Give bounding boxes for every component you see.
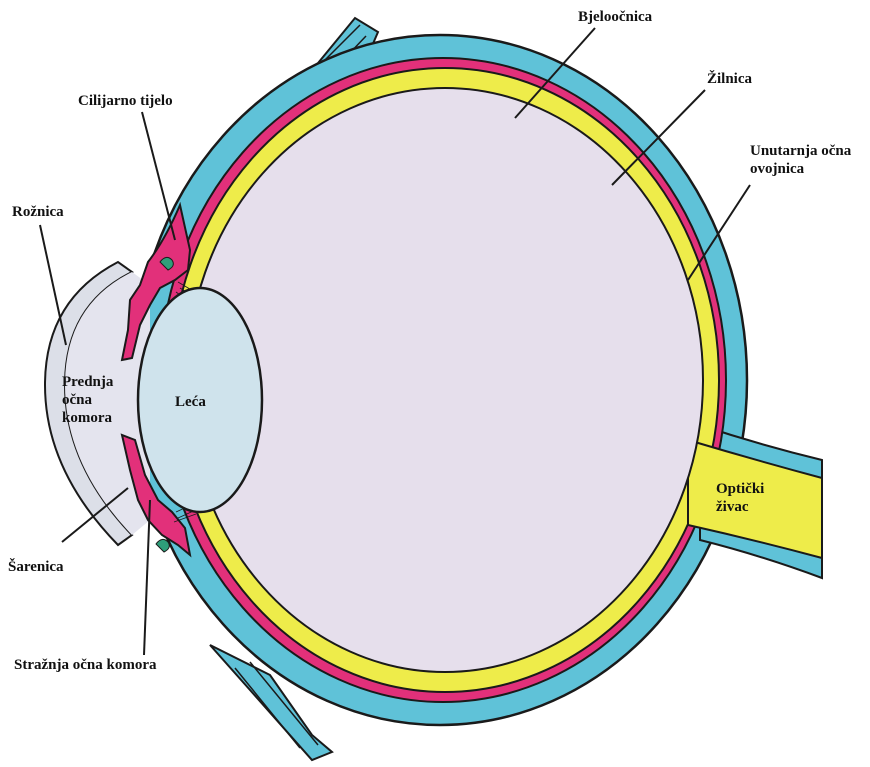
label-sclera: Bjeloočnica (578, 8, 652, 26)
label-lens: Leća (175, 393, 206, 411)
label-optic-nerve-line2: živac (716, 498, 764, 516)
label-optic-nerve-line1: Optički (716, 480, 764, 498)
label-anterior-chamber-line1: Prednja (62, 373, 113, 391)
label-choroid: Žilnica (707, 70, 752, 88)
label-cornea: Rožnica (12, 203, 64, 221)
label-anterior-chamber: Prednja očna komora (62, 373, 113, 427)
vitreous-body (187, 88, 703, 672)
label-retina: Unutarnja očna ovojnica (750, 142, 851, 178)
label-optic-nerve: Optički živac (716, 480, 764, 516)
label-anterior-chamber-line2: očna (62, 391, 113, 409)
label-ciliary-body: Cilijarno tijelo (78, 92, 173, 110)
label-retina-line2: ovojnica (750, 160, 851, 178)
label-retina-line1: Unutarnja očna (750, 142, 851, 160)
label-posterior-chamber: Stražnja očna komora (14, 656, 157, 674)
label-iris: Šarenica (8, 558, 64, 576)
label-anterior-chamber-line3: komora (62, 409, 113, 427)
